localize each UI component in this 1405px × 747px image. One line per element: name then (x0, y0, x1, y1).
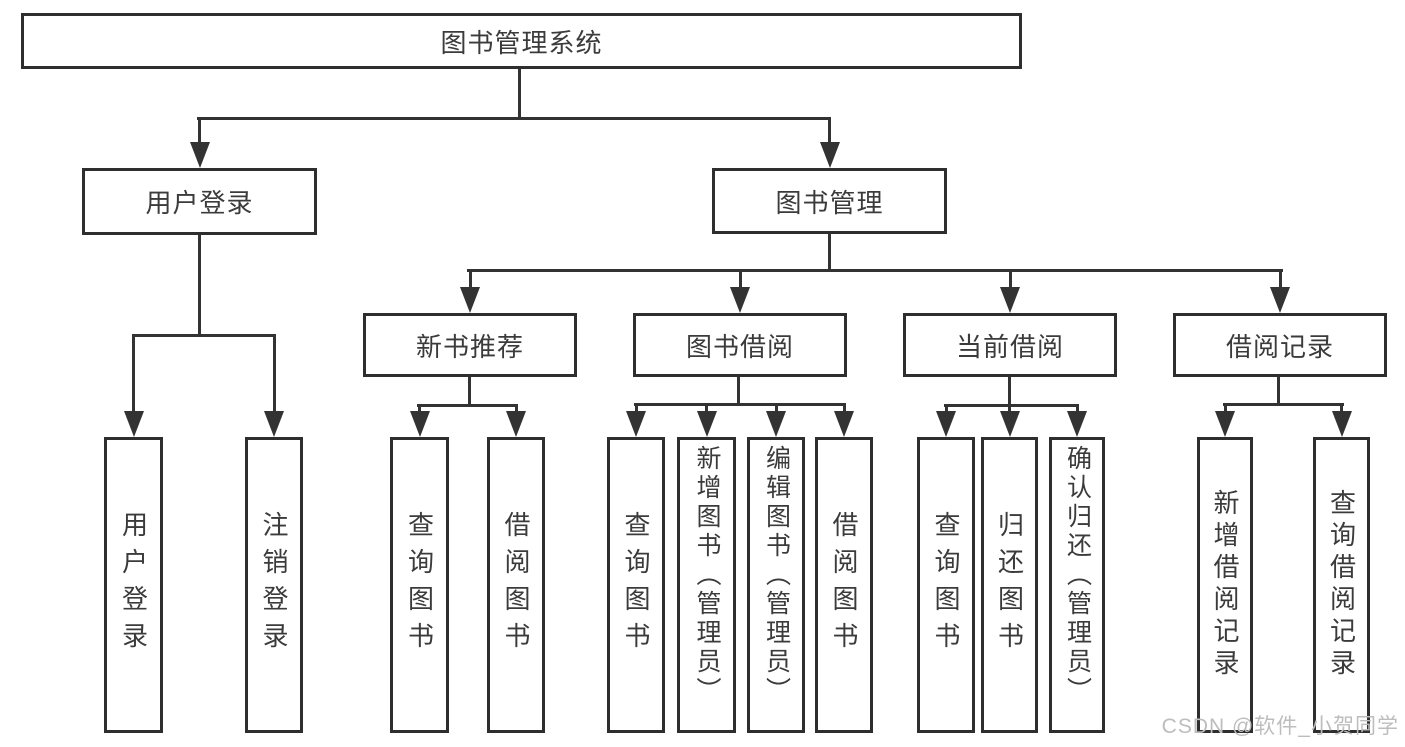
connector-line (1223, 403, 1344, 406)
node-label: 注销登录 (259, 511, 289, 659)
connector-line (417, 404, 518, 407)
connector-line (272, 334, 276, 419)
node-root: 图书管理系统 (21, 13, 1022, 69)
node-book-mgmt: 图书管理 (712, 168, 947, 234)
arrow-down-icon (1067, 411, 1087, 437)
connector-line (1008, 377, 1011, 407)
arrow-down-icon (409, 411, 430, 437)
node-label: 新增借阅记录 (1210, 489, 1240, 681)
arrow-down-icon (1270, 287, 1290, 313)
connector-line (467, 269, 1283, 272)
arrow-down-icon (506, 411, 526, 437)
connector-line (198, 117, 201, 150)
node-label: 图书管理 (775, 187, 884, 218)
node-leaf-borrow-book-2: 借阅图书 (815, 437, 873, 733)
node-leaf-query-book-2: 查询图书 (607, 437, 665, 733)
node-leaf-logout: 注销登录 (245, 437, 303, 733)
arrow-down-icon (1000, 287, 1020, 313)
arrow-down-icon (999, 411, 1020, 437)
node-label: 图书借阅 (685, 331, 794, 362)
connector-line (132, 334, 135, 419)
node-label: 新增图书（管理员） (693, 445, 721, 706)
connector-line (828, 117, 831, 150)
node-label: 图书管理系统 (440, 27, 603, 58)
node-leaf-query-record: 查询借阅记录 (1313, 437, 1370, 733)
node-leaf-add-record: 新增借阅记录 (1197, 437, 1253, 733)
node-book-borrow: 图书借阅 (633, 313, 847, 377)
arrow-down-icon (264, 411, 284, 437)
connector-line (518, 69, 521, 119)
arrow-down-icon (696, 411, 717, 437)
connector-line (828, 232, 831, 271)
node-leaf-confirm-return: 确认归还（管理员） (1049, 437, 1105, 733)
node-leaf-query-book-3: 查询图书 (917, 437, 975, 733)
connector-line (738, 269, 742, 295)
node-leaf-edit-book: 编辑图书（管理员） (747, 437, 805, 733)
arrow-down-icon (819, 142, 840, 168)
arrow-down-icon (766, 411, 786, 437)
connector-line (737, 377, 740, 406)
node-label: 用户登录 (118, 511, 149, 659)
arrow-down-icon (834, 411, 854, 437)
arrow-down-icon (123, 411, 144, 437)
node-label: 归还图书 (994, 511, 1025, 659)
connector-line (468, 377, 471, 407)
connector-line (197, 117, 831, 120)
node-leaf-user-login: 用户登录 (104, 437, 163, 733)
connector-line (944, 404, 1079, 407)
node-label: 编辑图书（管理员） (762, 445, 791, 706)
connector-line (634, 403, 846, 406)
arrow-down-icon (1331, 411, 1352, 437)
node-leaf-query-book-1: 查询图书 (390, 437, 449, 733)
node-borrow-record: 借阅记录 (1173, 313, 1387, 377)
connector-line (1277, 377, 1280, 406)
node-label: 确认归还（管理员） (1063, 445, 1092, 706)
node-current-borrow: 当前借阅 (903, 313, 1117, 377)
node-leaf-borrow-book-1: 借阅图书 (487, 437, 545, 733)
connector-line (1278, 269, 1282, 295)
arrow-down-icon (189, 142, 210, 168)
arrow-down-icon (936, 411, 956, 437)
node-label: 用户登录 (145, 188, 254, 218)
connector-line (132, 334, 276, 337)
node-label: 查询图书 (621, 511, 651, 659)
arrow-down-icon (626, 411, 646, 437)
node-label: 查询借阅记录 (1326, 489, 1357, 681)
node-label: 新书推荐 (415, 331, 524, 362)
node-leaf-return-book: 归还图书 (981, 437, 1038, 733)
node-label: 查询图书 (931, 511, 961, 659)
node-label: 当前借阅 (955, 331, 1064, 362)
node-new-book-rec: 新书推荐 (363, 313, 577, 377)
connector-line (468, 269, 472, 295)
connector-line (1008, 269, 1012, 295)
node-label: 借阅图书 (501, 511, 531, 659)
node-label: 借阅记录 (1225, 331, 1334, 362)
node-leaf-add-book: 新增图书（管理员） (677, 437, 736, 733)
node-label: 查询图书 (404, 511, 435, 659)
watermark: CSDN @软件_小贺同学 (1161, 715, 1399, 738)
connector-line (198, 235, 201, 335)
node-label: 借阅图书 (829, 511, 859, 659)
arrow-down-icon (730, 287, 750, 313)
node-user-login: 用户登录 (82, 168, 317, 235)
arrow-down-icon (460, 287, 480, 313)
arrow-down-icon (1215, 411, 1235, 437)
